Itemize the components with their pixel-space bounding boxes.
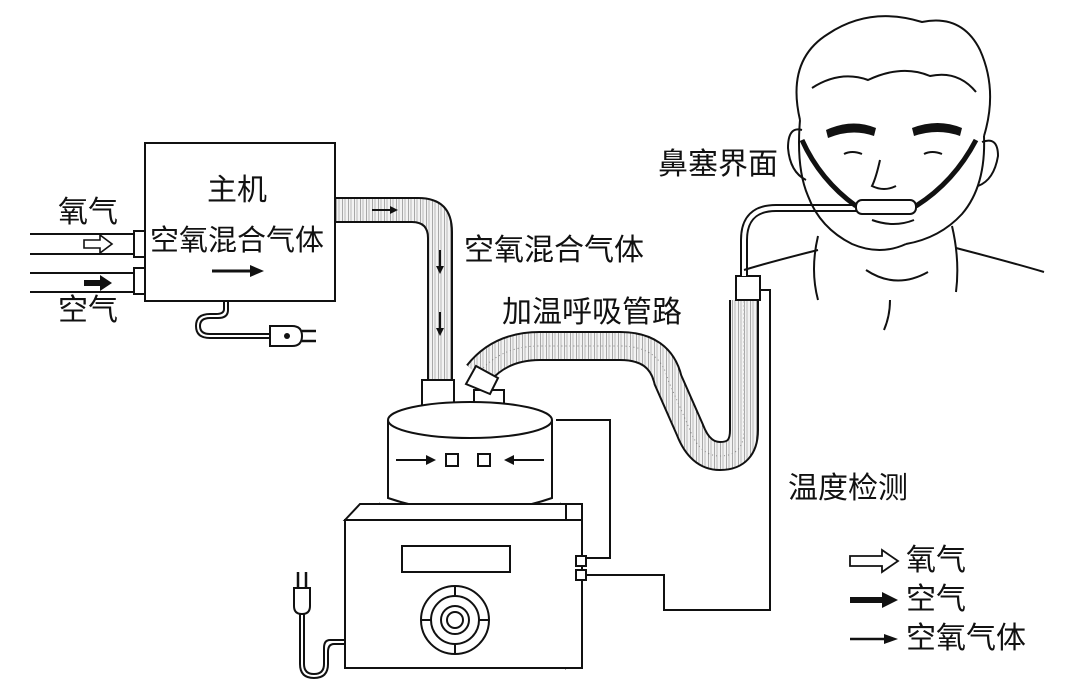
host-mix-label: 空氧混合气体	[150, 223, 325, 257]
sensor-port-1	[575, 555, 587, 567]
air-flow-arrow-icon	[84, 275, 112, 291]
cannula-strap	[799, 138, 979, 209]
legend-mixed-label: 空氧气体	[906, 621, 1026, 656]
legend-oxygen-label: 氧气	[906, 543, 966, 578]
host-mix-arrow-icon	[212, 265, 264, 277]
temperature-detect-label: 温度检测	[788, 471, 908, 506]
nasal-prong	[855, 199, 917, 215]
heated-circuit-label: 加温呼吸管路	[502, 295, 682, 330]
mixed-gas-label: 空氧混合气体	[464, 233, 644, 268]
air-inlet	[30, 272, 135, 293]
display-screen	[401, 545, 511, 573]
patient-head	[743, 15, 1045, 331]
oxygen-flow-arrow-icon	[83, 233, 114, 255]
nasal-interface-label: 鼻塞界面	[658, 147, 778, 182]
legend-mixed-arrow-icon	[850, 634, 898, 644]
legend-oxygen-arrow-icon	[849, 548, 900, 574]
mixed-gas-tube	[334, 197, 453, 381]
base-power-cord	[299, 612, 344, 680]
host-power-cord	[194, 301, 270, 339]
legend-air-label: 空气	[906, 582, 966, 617]
base-plug-icon	[293, 572, 311, 616]
host-title: 主机	[207, 173, 267, 208]
host-plug-icon	[269, 325, 316, 347]
temperature-sensing-wires	[556, 289, 771, 611]
legend-air-arrow-icon	[850, 592, 898, 608]
patient-eyebrows	[826, 123, 962, 138]
oxygen-inlet-label: 氧气	[58, 195, 118, 230]
air-inlet-label: 空气	[58, 293, 118, 328]
mixed-gas-arrows-icon	[372, 206, 444, 336]
sensor-port-2	[575, 569, 587, 581]
host-unit	[144, 142, 336, 302]
oxygen-inlet	[30, 233, 135, 255]
temperature-sensor	[735, 275, 761, 301]
control-knob-icon	[420, 585, 490, 655]
